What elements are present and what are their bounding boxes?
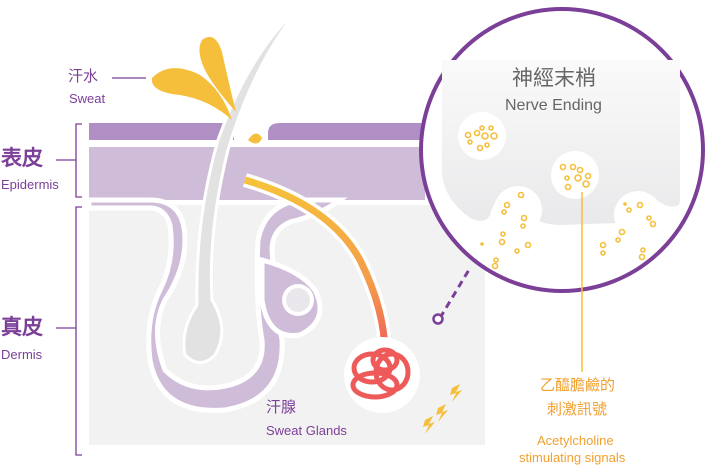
nerve-label-zh: 神經末梢 (512, 66, 596, 90)
lightning-icon (423, 384, 462, 434)
epidermis-top-layer (89, 123, 234, 140)
signal-label-en-2: stimulating signals (519, 450, 626, 465)
zoom-pointer (438, 267, 472, 319)
epidermis-layer (89, 147, 425, 200)
glands-label-en: Sweat Glands (266, 423, 347, 438)
sweat-label-zh: 汗水 (68, 67, 99, 85)
sweat-gland-coil (350, 347, 411, 400)
epidermis-label-en: Epidermis (1, 177, 59, 192)
glands-label-zh: 汗腺 (266, 398, 297, 416)
acetylcholine-dots (464, 125, 657, 270)
hair-shaft (182, 3, 304, 364)
dermis-label-zh: 真皮 (1, 315, 43, 339)
signal-label-zh-1: 乙醯膽鹼的 (540, 376, 616, 394)
nerve-label-en: Nerve Ending (505, 97, 602, 114)
sweat-drops-icon (151, 36, 262, 144)
signal-label-zh-2: 刺激訊號 (547, 400, 608, 418)
dermis-label-en: Dermis (1, 347, 43, 362)
signal-label-en-1: Acetylcholine (537, 433, 614, 448)
epidermis-label-zh: 表皮 (1, 146, 43, 170)
sweat-label-en: Sweat (69, 91, 106, 106)
